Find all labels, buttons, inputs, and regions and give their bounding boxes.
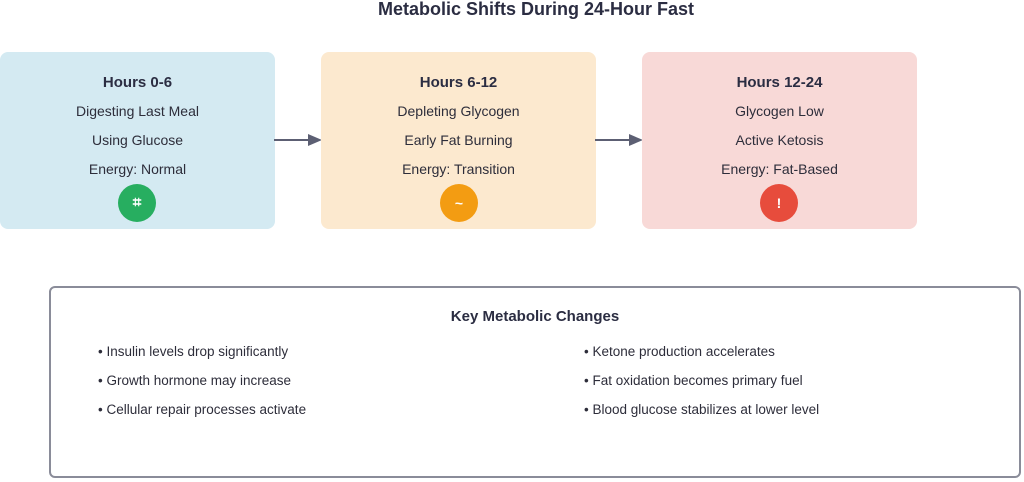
arrow-icon bbox=[274, 134, 322, 146]
stage-line: Depleting Glycogen bbox=[397, 103, 520, 119]
stage-hours-0-6: Hours 0-6 Digesting Last Meal Using Gluc… bbox=[0, 52, 275, 229]
stage-line: Energy: Transition bbox=[402, 161, 515, 177]
diagram-title: Metabolic Shifts During 24-Hour Fast bbox=[377, 0, 695, 19]
stage-hours-6-12: Hours 6-12 Depleting Glycogen Early Fat … bbox=[321, 52, 596, 229]
list-item: Fat oxidation becomes primary fuel bbox=[584, 372, 802, 389]
list-item: Insulin levels drop significantly bbox=[98, 343, 288, 360]
status-badge-icon: ~ bbox=[440, 184, 478, 222]
stage-line: Active Ketosis bbox=[735, 132, 824, 148]
stage-line: Energy: Fat-Based bbox=[721, 161, 838, 177]
status-badge-icon: ꖛ bbox=[118, 184, 156, 222]
arrow-icon bbox=[595, 134, 643, 146]
stage-hours-12-24: Hours 12-24 Glycogen Low Active Ketosis … bbox=[642, 52, 917, 229]
stage-title: Hours 0-6 bbox=[102, 74, 173, 91]
list-item: Growth hormone may increase bbox=[98, 372, 291, 389]
stage-title: Hours 6-12 bbox=[419, 74, 498, 91]
key-changes-panel: Key Metabolic Changes Insulin levels dro… bbox=[49, 286, 1021, 478]
status-badge-icon: ! bbox=[760, 184, 798, 222]
stage-title: Hours 12-24 bbox=[736, 74, 823, 91]
list-item: Cellular repair processes activate bbox=[98, 401, 306, 418]
list-item: Blood glucose stabilizes at lower level bbox=[584, 401, 819, 418]
panel-title: Key Metabolic Changes bbox=[450, 308, 620, 325]
stage-line: Digesting Last Meal bbox=[76, 103, 199, 119]
stage-line: Glycogen Low bbox=[735, 103, 824, 119]
list-item: Ketone production accelerates bbox=[584, 343, 774, 360]
stage-line: Energy: Normal bbox=[88, 161, 187, 177]
stage-line: Early Fat Burning bbox=[404, 132, 513, 148]
stage-line: Using Glucose bbox=[91, 132, 184, 148]
